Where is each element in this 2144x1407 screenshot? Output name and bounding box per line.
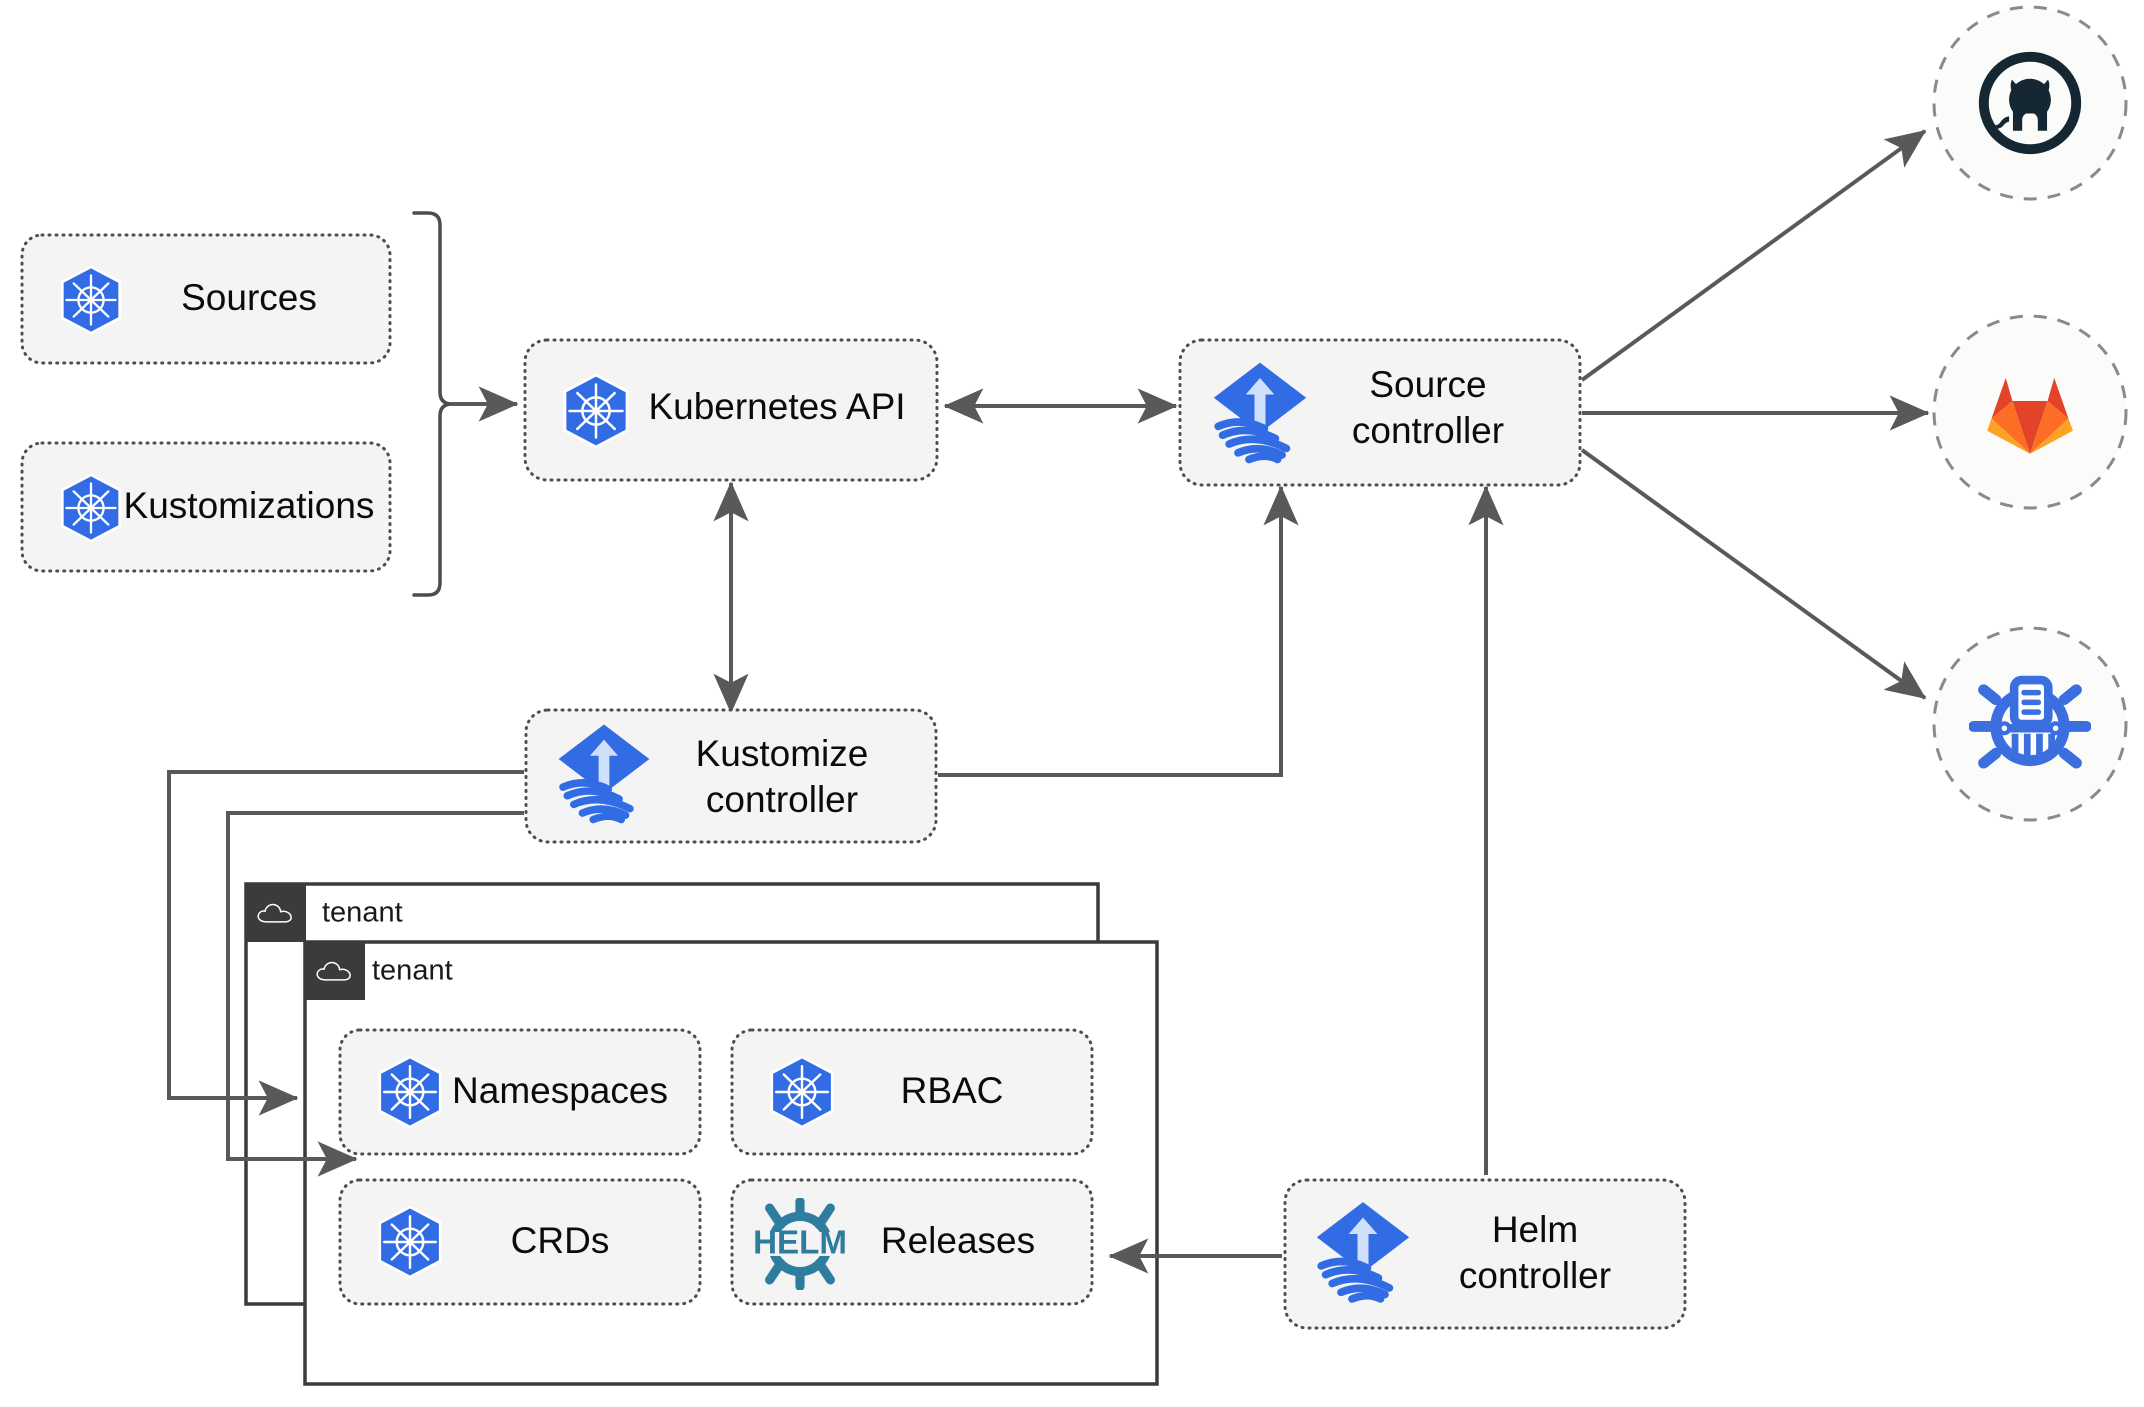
node-kustomizations[interactable]: Kustomizations [20,441,392,573]
edge-kustomize-to-tenant-outer [167,770,524,1116]
tenant-inner[interactable]: tenant [303,940,1159,1386]
rbac-label: RBAC [901,1070,1004,1111]
tenant-outer-tab [246,884,306,942]
node-kubernetes-api[interactable]: Kubernetes API [523,338,939,482]
edge-source-to-helm-repo [1580,448,1927,700]
rbac-box [730,1028,1094,1156]
resource-rbac[interactable]: RBAC [730,1028,1094,1156]
edge-kustomize-to-source [938,485,1299,777]
edge-source-to-github [1580,129,1927,382]
helm-controller-label-line2: controller [1459,1255,1611,1296]
node-source-controller[interactable]: Source controller [1178,338,1582,487]
sources-box [20,233,392,365]
tenant-inner-tab [305,942,365,1000]
node-sources[interactable]: Sources [20,233,392,365]
source-controller-label-line1: Source [1369,364,1486,405]
tenant-outer-label: tenant [322,897,403,929]
crds-box [338,1178,702,1306]
kustomizations-box [20,441,392,573]
kubernetes-api-label: Kubernetes API [648,386,905,427]
helm-controller-label-line1: Helm [1492,1209,1578,1250]
resource-namespaces[interactable]: Namespaces [338,1028,702,1156]
edge-kustomize-to-tenant-inner [226,811,524,1177]
repo-helm-repository[interactable] [1932,626,2128,822]
kustomize-controller-label-line1: Kustomize [696,733,869,774]
node-kustomize-controller[interactable]: Kustomize controller [524,708,938,844]
kubernetes-api-box [523,338,939,482]
sources-label: Sources [181,277,317,318]
releases-label: Releases [881,1220,1035,1261]
node-helm-controller[interactable]: Helm controller [1283,1178,1687,1330]
source-controller-label-line2: controller [1352,410,1504,451]
tenant-inner-label: tenant [372,955,453,987]
resource-releases[interactable]: Releases [730,1178,1094,1306]
resource-crds[interactable]: CRDs [338,1178,702,1306]
repo-github[interactable] [1932,5,2128,201]
namespaces-label: Namespaces [452,1070,668,1111]
tenant-inner-frame [303,940,1159,1386]
kustomizations-label: Kustomizations [124,485,375,526]
helm-repository-icon [1974,680,2086,763]
crds-label: CRDs [511,1220,610,1261]
namespaces-box [338,1028,702,1156]
repo-gitlab[interactable] [1932,314,2128,510]
kustomize-controller-label-line2: controller [706,779,858,820]
sources-group-bracket [412,211,454,597]
